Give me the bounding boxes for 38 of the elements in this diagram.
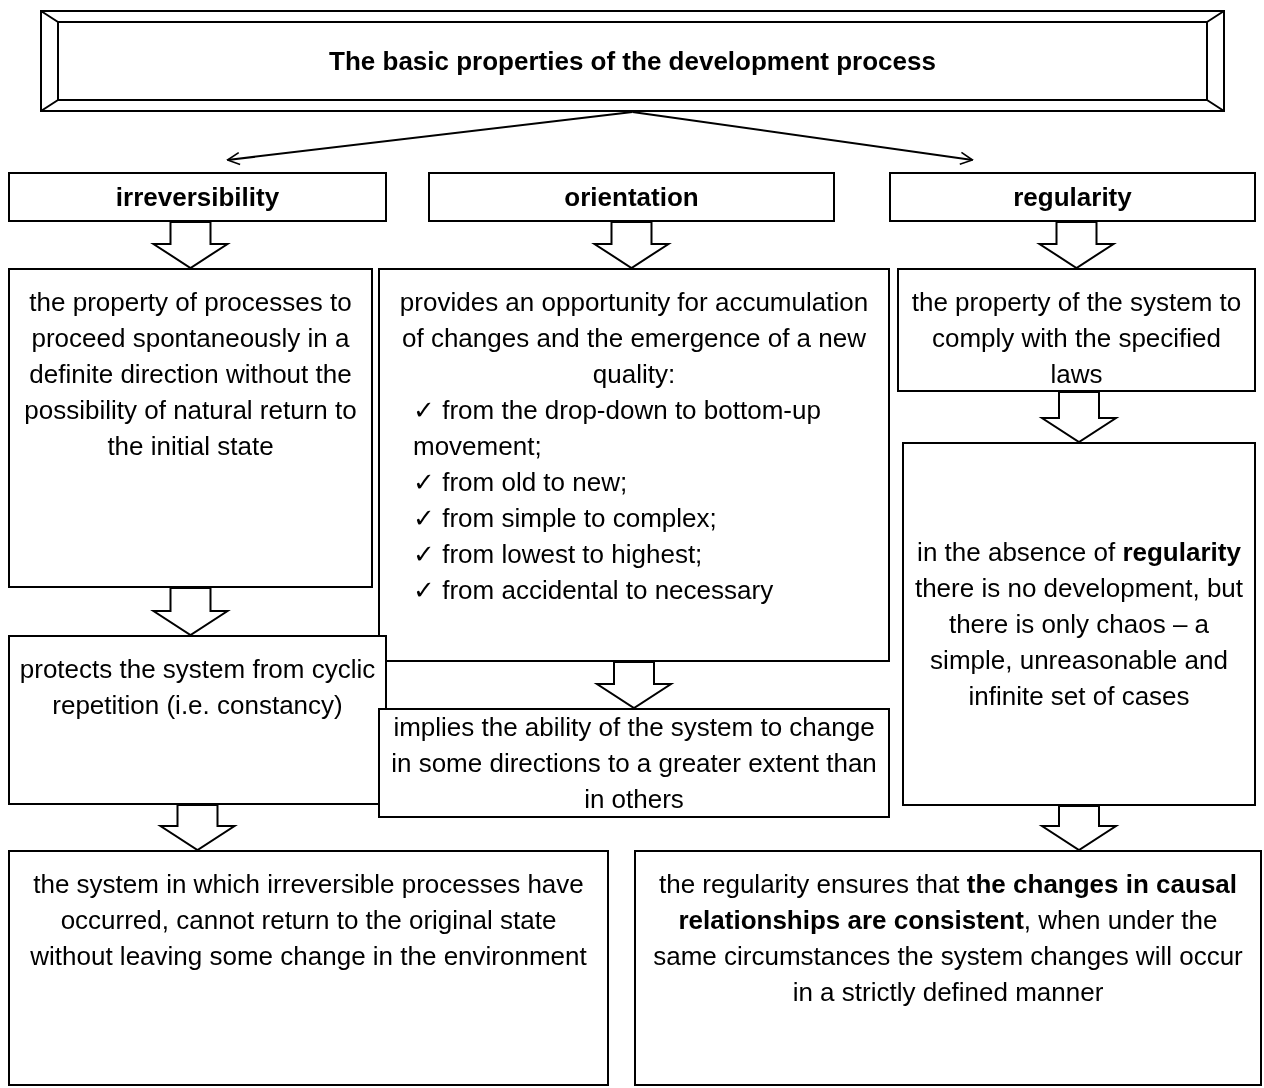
body-text: in the absence of regularity there is no development, but there is only chaos – a simple, unreasonable and infinite set of cases [913, 536, 1245, 713]
heading-text: irreversibility [115, 181, 280, 214]
block-arrow [591, 221, 672, 270]
block-arrow [593, 661, 675, 710]
process-box [8, 850, 609, 1086]
heading-box [428, 172, 835, 222]
heading-box [8, 172, 387, 222]
list-item: ✓ from the drop-down to bottom-up movement; [412, 394, 822, 463]
block-arrow [1038, 805, 1120, 852]
list-item: ✓ from simple to complex; [412, 502, 718, 535]
list-item: ✓ from lowest to highest; [412, 538, 704, 571]
process-box [378, 268, 890, 662]
body-text: the regularity ensures that the changes in causal relationships are consistent, when under the same circumstances the system changes will occur in a strictly defined manner [652, 868, 1244, 1009]
title-text: The basic properties of the development process [329, 45, 936, 78]
body-text: the property of the system to comply with the specified laws [910, 286, 1243, 391]
heading-text: orientation [564, 181, 699, 214]
block-arrow [150, 221, 231, 270]
process-box [8, 635, 387, 805]
arrow [226, 111, 634, 166]
process-box [902, 442, 1256, 806]
block-arrow [157, 804, 238, 852]
block-arrow [1036, 221, 1117, 270]
body-text: the system in which irreversible processes have occurred, cannot return to the original state without leaving some change in the environment [29, 868, 588, 973]
process-box [8, 268, 373, 588]
body-text: implies the ability of the system to change in some directions to a greater extent than in others [390, 711, 878, 816]
body-text: the property of processes to proceed spontaneously in a definite direction without the possibility of natural return to the initial state [23, 286, 358, 463]
arrow [631, 111, 974, 166]
body-text: provides an opportunity for accumulation of changes and the emergence of a new quality: [398, 286, 870, 391]
block-arrow [150, 587, 231, 637]
heading-text: regularity [1013, 181, 1132, 214]
block-arrow [1038, 391, 1120, 444]
title-frame [40, 10, 1225, 112]
process-box [897, 268, 1256, 392]
process-box [634, 850, 1262, 1086]
list-item: ✓ from accidental to necessary [412, 574, 775, 607]
heading-box [889, 172, 1256, 222]
list-item: ✓ from old to new; [412, 466, 629, 499]
body-text: protects the system from cyclic repetition (i.e. constancy) [18, 653, 377, 722]
